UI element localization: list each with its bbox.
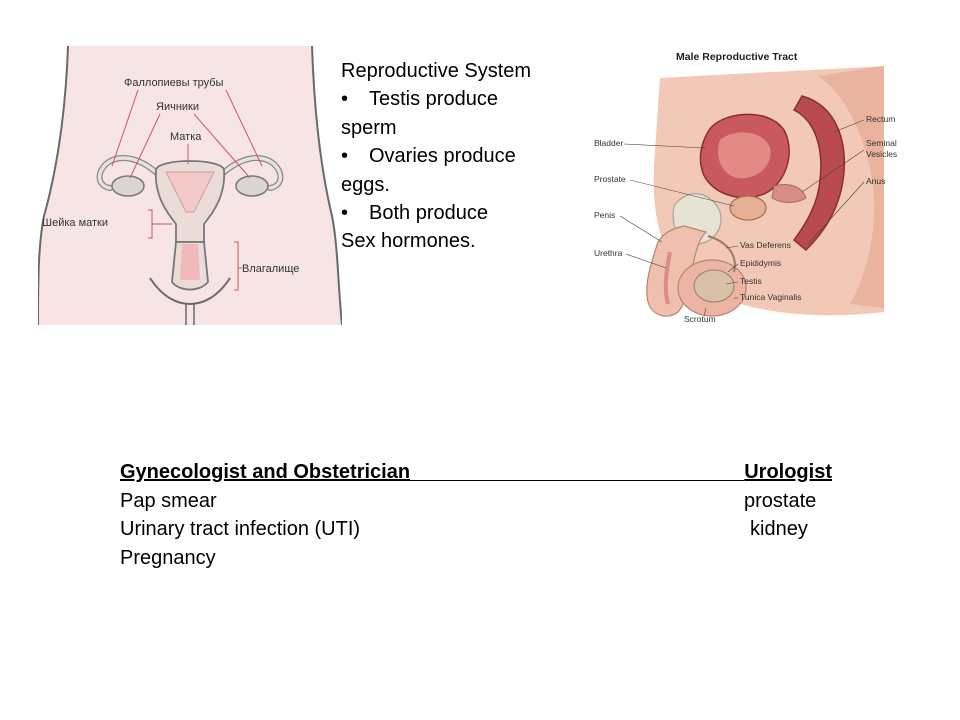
label-cervix: Шейка матки — [42, 217, 108, 229]
label-vas-deferens: Vas Deferens — [740, 240, 791, 250]
note-line: sperm — [341, 116, 397, 139]
label-uterus: Матка — [170, 131, 202, 143]
notes-title: Reproductive System — [341, 60, 532, 82]
male-diagram-title: Male Reproductive Tract — [676, 51, 798, 63]
specialties-section: Gynecologist and Obstetrician Urologist … — [120, 458, 832, 572]
note-item-hormones: • Both produce Sex hormones. — [341, 199, 581, 256]
uro-item: kidney — [750, 518, 808, 541]
label-rectum: Rectum — [866, 114, 895, 124]
header-urologist: Urologist — [744, 461, 832, 483]
gyn-item: Urinary tract infection (UTI) — [120, 518, 361, 541]
label-vagina: Влагалище — [242, 263, 299, 275]
gyn-item: Pap smear — [120, 489, 217, 512]
note-line: Testis produce — [369, 88, 498, 111]
header-underline — [410, 458, 745, 481]
header-gynecologist: Gynecologist and Obstetrician — [120, 461, 411, 483]
bullet: • — [341, 202, 349, 225]
note-item-ovaries: • Ovaries produce eggs. — [341, 142, 581, 199]
note-item-testis: • Testis produce sperm — [341, 85, 581, 142]
gyn-item: Pregnancy — [120, 546, 216, 569]
label-prostate: Prostate — [594, 174, 626, 184]
bullet: • — [341, 145, 349, 168]
specialty-row: Pregnancy — [120, 544, 832, 573]
label-ovaries: Яичники — [156, 101, 199, 113]
label-anus: Anus — [866, 176, 885, 186]
note-line: Both produce — [369, 202, 488, 225]
label-seminal: Seminal — [866, 138, 897, 148]
specialty-row: Urinary tract infection (UTI) kidney — [120, 515, 832, 544]
notes-list: • Testis produce sperm • Ovaries produce e… — [341, 85, 581, 255]
specialty-row: Pap smear prostate — [120, 487, 832, 516]
note-line: Sex hormones. — [341, 230, 476, 253]
label-bladder: Bladder — [594, 138, 623, 148]
uro-item: prostate — [744, 489, 817, 512]
male-reproductive-diagram: Male Reproductive Tract Bladder Prostate… — [588, 36, 914, 328]
note-line: Ovaries produce — [369, 145, 516, 168]
label-epididymis: Epididymis — [740, 258, 781, 268]
specialties-header: Gynecologist and Obstetrician Urologist — [120, 458, 832, 487]
label-scrotum: Scrotum — [684, 314, 716, 324]
label-tunica-vaginalis: Tunica Vaginalis — [740, 292, 801, 302]
label-testis: Testis — [740, 276, 762, 286]
label-vesicles: Vesicles — [866, 149, 897, 159]
note-line: eggs. — [341, 173, 390, 196]
label-urethra: Urethra — [594, 248, 623, 258]
reproductive-notes: Reproductive System • Testis produce sper… — [341, 57, 581, 256]
bullet: • — [341, 88, 349, 111]
female-reproductive-diagram: Фаллопиевы трубы Яичники Матка Шейка мат… — [38, 46, 342, 325]
label-penis: Penis — [594, 210, 615, 220]
label-fallopian-tubes: Фаллопиевы трубы — [124, 77, 224, 89]
